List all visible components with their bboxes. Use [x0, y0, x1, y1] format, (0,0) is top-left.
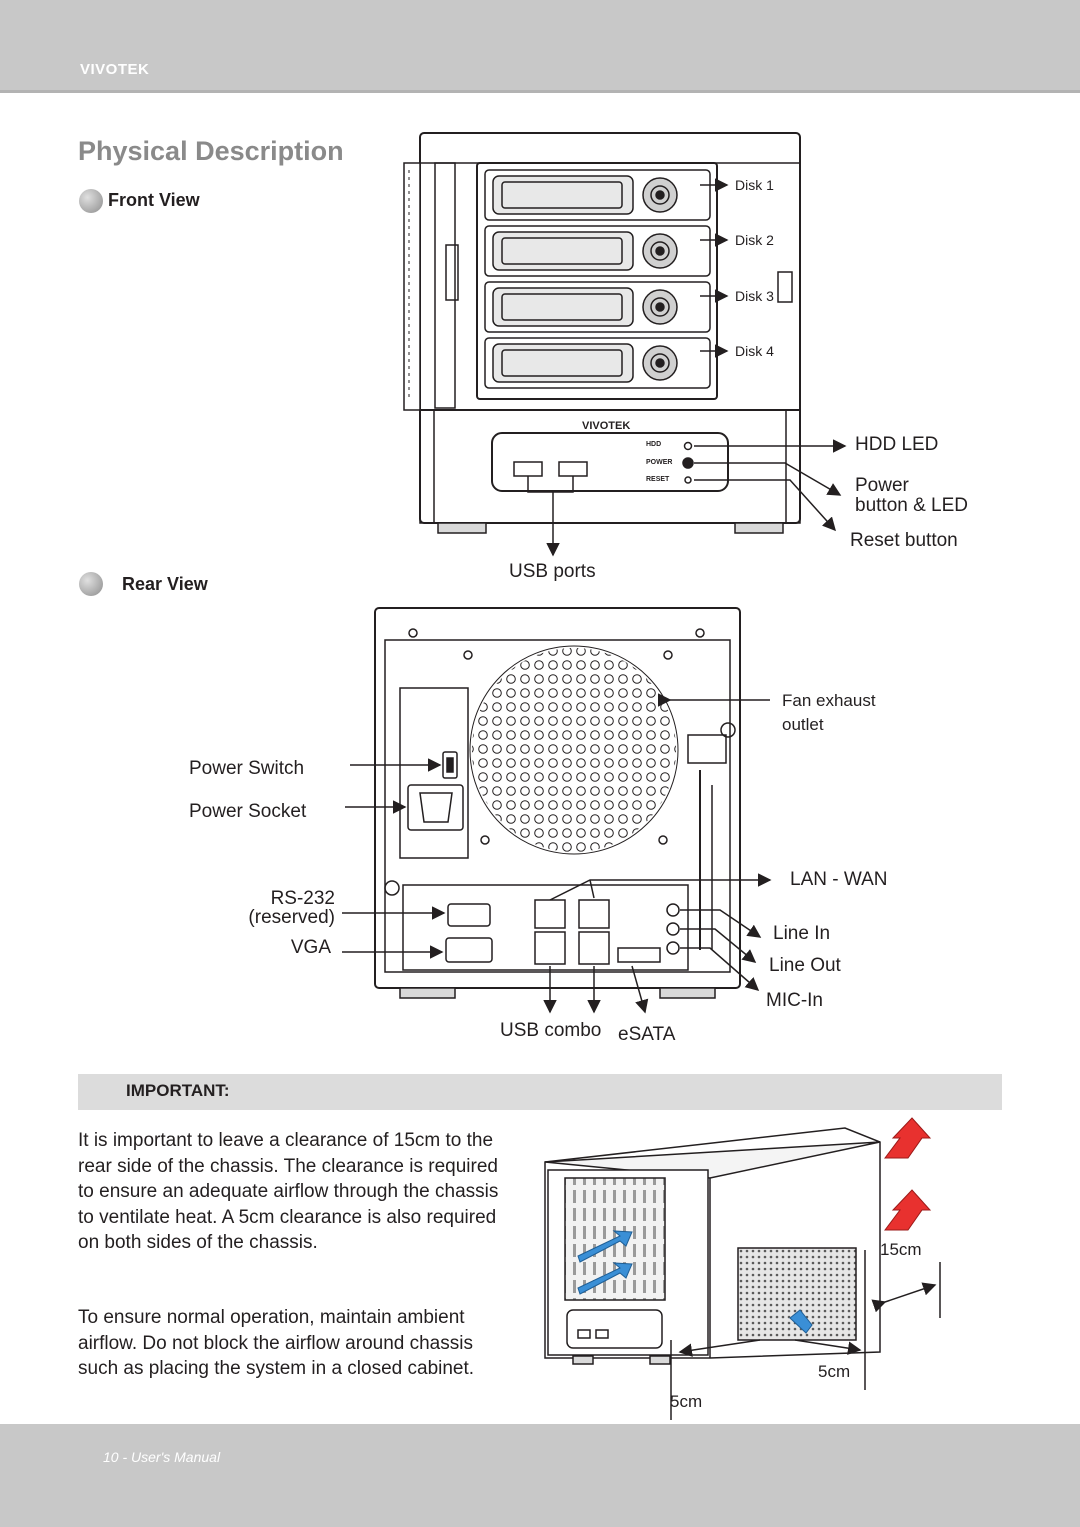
clearance-left-label: 5cm — [670, 1392, 703, 1411]
disk-4-label: Disk 4 — [735, 343, 774, 359]
front-view-diagram — [403, 132, 847, 557]
page-number: 10 - User's Manual — [103, 1449, 221, 1465]
power-socket-label: Power Socket — [189, 801, 307, 822]
mic-in-label: MIC-In — [766, 990, 823, 1011]
rs232-label-line2: (reserved) — [248, 907, 335, 928]
important-paragraph-2: To ensure normal operation, maintain amb… — [78, 1307, 475, 1379]
clearance-right-label: 5cm — [818, 1362, 851, 1381]
front-logo: VIVOTEK — [582, 420, 631, 432]
vga-label: VGA — [290, 937, 331, 958]
front-view-heading: Front View — [108, 190, 200, 210]
page-title: Physical Description — [78, 136, 344, 166]
important-banner: IMPORTANT: — [78, 1074, 1002, 1110]
brand-name: VIVOTEK — [80, 61, 150, 78]
power-switch-label: Power Switch — [189, 758, 305, 779]
disk-2-label: Disk 2 — [735, 232, 774, 248]
chassis-perspective-diagram — [544, 1117, 941, 1420]
panel-power-label: POWER — [646, 459, 673, 466]
drive-trays — [484, 169, 711, 389]
panel-hdd-label: HDD — [646, 441, 662, 448]
lan-wan-label: LAN - WAN — [790, 869, 888, 890]
rear-view-heading: Rear View — [122, 574, 208, 594]
reset-button-label: Reset button — [850, 530, 958, 551]
hdd-led-label: HDD LED — [855, 434, 939, 455]
usb-combo-label: USB combo — [500, 1020, 602, 1041]
disk-1-label: Disk 1 — [735, 177, 774, 193]
power-label-line2: button & LED — [855, 495, 969, 516]
front-view-bullet-icon — [79, 189, 103, 213]
footer-bar: 10 - User's Manual — [0, 1424, 1080, 1527]
disk-3-label: Disk 3 — [735, 288, 774, 304]
power-label-line1: Power — [855, 475, 909, 496]
rs232-label-line1: RS-232 — [270, 888, 335, 909]
header-bar: VIVOTEK — [0, 0, 1080, 93]
clearance-rear-label: 15cm — [880, 1240, 922, 1259]
rear-view-bullet-icon — [79, 572, 103, 596]
rear-view-diagram — [342, 607, 772, 1014]
header-rule — [0, 90, 1080, 93]
usb-ports-label: USB ports — [509, 561, 596, 582]
fan-exhaust-label-line2: outlet — [782, 715, 824, 734]
esata-label: eSATA — [618, 1024, 676, 1045]
panel-reset-label: RESET — [646, 476, 670, 483]
line-in-label: Line In — [773, 923, 831, 944]
important-paragraph-1: It is important to leave a clearance of … — [78, 1130, 499, 1253]
important-heading: IMPORTANT: — [126, 1081, 230, 1100]
line-out-label: Line Out — [769, 955, 841, 976]
fan-exhaust-label-line1: Fan exhaust — [782, 691, 876, 710]
